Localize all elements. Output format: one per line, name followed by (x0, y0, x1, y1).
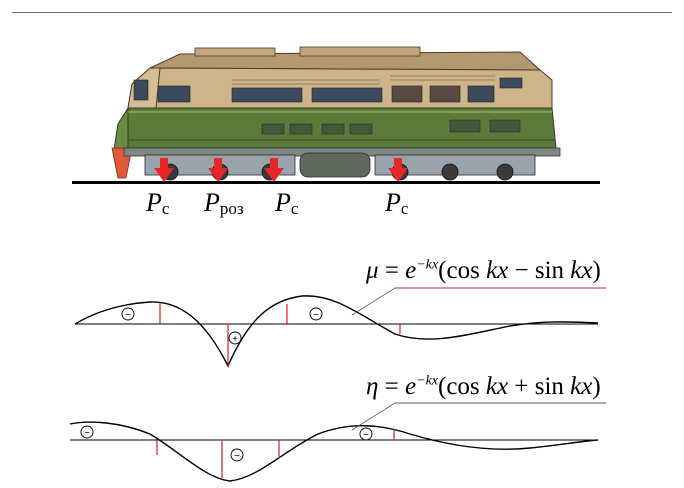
load-label-3: Pс (275, 188, 299, 218)
load-arrow-1 (154, 158, 174, 182)
svg-text:−: − (313, 310, 319, 321)
load-arrow-2 (208, 158, 228, 182)
mu-sign-plus: + (228, 331, 242, 345)
eta-curve (69, 421, 599, 482)
top-rule (12, 12, 672, 13)
load-label-1: Pс (146, 188, 170, 218)
load-label-2: Pроз (204, 188, 244, 218)
eta-sign-minus-2: − (230, 448, 244, 462)
mu-curve-group: − + − (74, 287, 606, 368)
svg-text:−: − (84, 428, 90, 439)
mu-sign-minus-1: − (121, 307, 135, 321)
svg-text:−: − (125, 310, 131, 321)
load-arrow-4 (388, 158, 408, 182)
mu-formula: μ = e−kx(cos kx − sin kx) (366, 257, 601, 284)
mu-sign-minus-2: − (309, 307, 323, 321)
load-arrow-3 (264, 158, 284, 182)
load-label-4: Pс (385, 188, 409, 218)
mu-curve (74, 295, 599, 368)
eta-sign-minus-1: − (80, 425, 94, 439)
svg-text:+: + (232, 334, 238, 345)
rail-line (72, 181, 600, 184)
load-arrows (154, 158, 408, 182)
eta-formula: η = e−kx(cos kx + sin kx) (366, 373, 601, 400)
svg-text:−: − (363, 430, 369, 441)
svg-text:−: − (234, 451, 240, 462)
eta-leader-line (351, 402, 606, 431)
mu-leader-line (351, 287, 606, 316)
locomotive-illustration (72, 46, 600, 184)
eta-curve-group: − − − (69, 402, 606, 482)
eta-sign-minus-3: − (359, 427, 373, 441)
